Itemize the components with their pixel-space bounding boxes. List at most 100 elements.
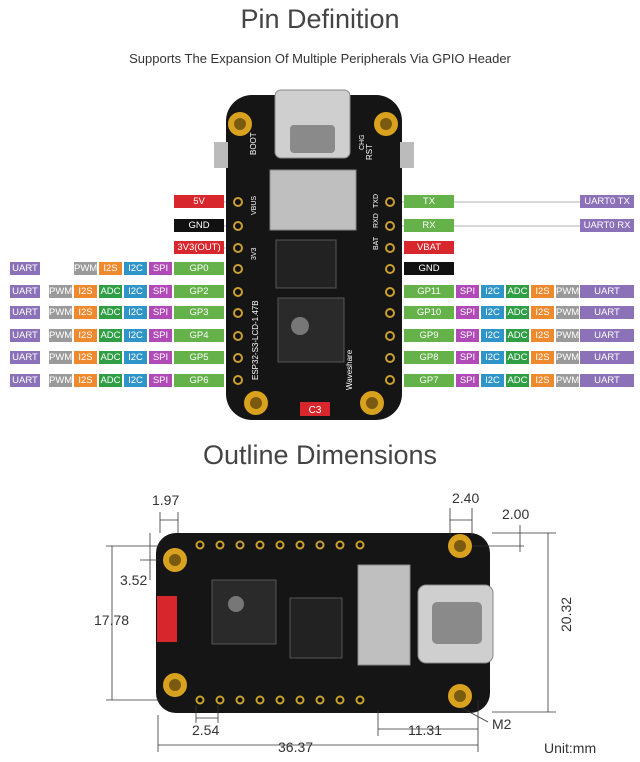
flash-chip	[275, 239, 337, 289]
pin-tag-gp3: GP3	[174, 306, 224, 319]
unit-label: Unit:mm	[544, 740, 597, 756]
func-tag-uart-gp2: UART	[10, 285, 40, 298]
func-tag-spi-gp10: SPI	[456, 306, 479, 319]
func-tag-i2c-gp0: I2C	[124, 262, 147, 275]
pin-tag-left-5v: 5V	[174, 195, 224, 208]
rst-label: RST	[365, 144, 374, 160]
func-tag-pwm-gp10: PWM	[556, 306, 579, 319]
func-tag-spi-gp8: SPI	[456, 351, 479, 364]
brand-label: Waveshare	[345, 349, 354, 390]
hole-size-label: M2	[492, 716, 512, 732]
func-tag-adc-gp10: ADC	[506, 306, 529, 319]
pin-tag-gp4: GP4	[174, 329, 224, 342]
pin-definition-subtitle: Supports The Expansion Of Multiple Perip…	[129, 51, 511, 66]
func-tag-uart-gp3: UART	[10, 306, 40, 319]
func-tag-adc-gp8: ADC	[506, 351, 529, 364]
func-tag-i2s-gp3: I2S	[74, 306, 97, 319]
func-tag-adc-gp3: ADC	[99, 306, 122, 319]
func-tag-uart-gp10: UART	[580, 306, 634, 319]
func-tag-uart-gp6: UART	[10, 374, 40, 387]
func-tag-uart-gp9: UART	[580, 329, 634, 342]
pin-tag-left-3v3out: 3V3(OUT)	[174, 241, 224, 254]
pin-tag-gp2: GP2	[174, 285, 224, 298]
func-tag-spi-gp4: SPI	[149, 329, 172, 342]
model-label: ESP32-S3-LCD-1.47B	[251, 300, 260, 380]
boot-button	[214, 142, 228, 168]
func-tag-i2s-gp4: I2S	[74, 329, 97, 342]
func-tag-uart-gp11: UART	[580, 285, 634, 298]
func-tag-pwm-gp0: PWM	[74, 262, 97, 275]
chip-badge: C3	[309, 405, 322, 416]
func-tag-i2c-gp4: I2C	[124, 329, 147, 342]
pin-tag-right-tx: TX	[404, 195, 454, 208]
pin-tag-gp5: GP5	[174, 351, 224, 364]
func-tag-i2s-gp5: I2S	[74, 351, 97, 364]
boot-label: BOOT	[249, 132, 258, 155]
func-tag-i2c-gp2: I2C	[124, 285, 147, 298]
func-tag-i2c-gp6: I2C	[124, 374, 147, 387]
pin-definition-title: Pin Definition	[240, 4, 400, 34]
pin-tag-gp11: GP11	[404, 285, 454, 298]
vbus-label: VBUS	[251, 196, 258, 215]
dim-3-52: 3.52	[120, 572, 148, 588]
func-tag-spi-gp0: SPI	[149, 262, 172, 275]
func-tag-i2s-gp6: I2S	[74, 374, 97, 387]
top-board-graphic: C3 BOOT RST CHG VBUS 3V3 BAT RXD TXD ESP…	[210, 89, 580, 420]
func-tag-i2c-gp3: I2C	[124, 306, 147, 319]
func-tag-pwm-gp11: PWM	[556, 285, 579, 298]
dim-20-32: 20.32	[558, 596, 574, 632]
func-tag-uart-gp7: UART	[580, 374, 634, 387]
pin-tag-gp6: GP6	[174, 374, 224, 387]
dim-11-31: 11.31	[408, 722, 442, 738]
uart0-tag-rx: UART0 RX	[580, 219, 634, 232]
esp32-chip	[277, 297, 345, 363]
func-tag-pwm-gp2: PWM	[49, 285, 72, 298]
bat-label: BAT	[373, 236, 380, 250]
pin-tag-right-rx: RX	[404, 219, 454, 232]
func-tag-spi-gp6: SPI	[149, 374, 172, 387]
func-tag-adc-gp7: ADC	[506, 374, 529, 387]
rxd-label: RXD	[373, 213, 380, 228]
func-tag-adc-gp5: ADC	[99, 351, 122, 364]
pin-tag-right-vbat: VBAT	[404, 241, 454, 254]
func-tag-spi-gp7: SPI	[456, 374, 479, 387]
func-tag-i2s-gp9: I2S	[531, 329, 554, 342]
func-tag-spi-gp3: SPI	[149, 306, 172, 319]
func-tag-i2s-gp7: I2S	[531, 374, 554, 387]
func-tag-uart-gp8: UART	[580, 351, 634, 364]
dim-36-37: 36.37	[278, 739, 314, 755]
func-tag-adc-gp2: ADC	[99, 285, 122, 298]
func-tag-i2c-gp5: I2C	[124, 351, 147, 364]
rst-button	[400, 142, 414, 168]
func-tag-i2c-gp9: I2C	[481, 329, 504, 342]
outline-dimensions-title: Outline Dimensions	[202, 440, 438, 470]
func-tag-i2c-gp8: I2C	[481, 351, 504, 364]
func-tag-i2c-gp7: I2C	[481, 374, 504, 387]
dim-1-97: 1.97	[152, 492, 180, 508]
dim-2-54: 2.54	[192, 722, 220, 738]
func-tag-i2s-gp0: I2S	[99, 262, 122, 275]
txd-label: TXD	[373, 194, 380, 208]
func-tag-pwm-gp5: PWM	[49, 351, 72, 364]
func-tag-pwm-gp8: PWM	[556, 351, 579, 364]
func-tag-i2s-gp2: I2S	[74, 285, 97, 298]
pin-tag-gp0: GP0	[174, 262, 224, 275]
dim-2-40: 2.40	[452, 490, 480, 506]
func-tag-pwm-gp3: PWM	[49, 306, 72, 319]
func-tag-spi-gp5: SPI	[149, 351, 172, 364]
func-tag-pwm-gp7: PWM	[556, 374, 579, 387]
dim-board-outline	[156, 533, 490, 713]
pin-tag-gp8: GP8	[404, 351, 454, 364]
sd-card-slot	[269, 169, 357, 231]
func-tag-pwm-gp6: PWM	[49, 374, 72, 387]
func-tag-i2c-gp11: I2C	[481, 285, 504, 298]
3v3-label: 3V3	[251, 247, 258, 260]
uart0-tag-tx: UART0 TX	[580, 195, 634, 208]
func-tag-adc-gp4: ADC	[99, 329, 122, 342]
func-tag-spi-gp9: SPI	[456, 329, 479, 342]
pin-tag-left-gnd: GND	[174, 219, 224, 232]
func-tag-pwm-gp4: PWM	[49, 329, 72, 342]
pin-tag-gp10: GP10	[404, 306, 454, 319]
pin-tag-gp9: GP9	[404, 329, 454, 342]
func-tag-adc-gp6: ADC	[99, 374, 122, 387]
